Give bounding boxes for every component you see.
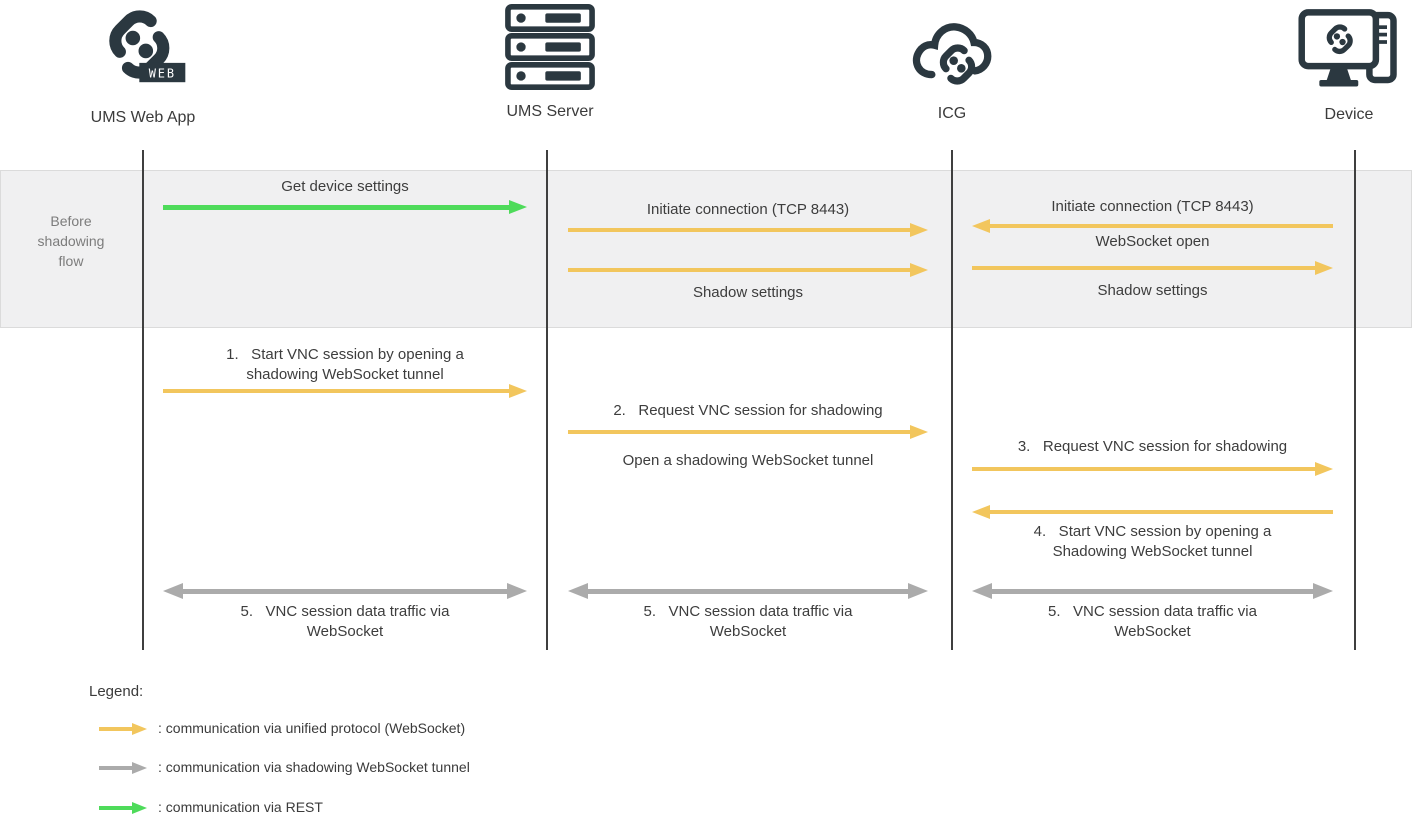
lifeline-ums-server (546, 150, 548, 650)
message-label-step5-webapp-server: 5. VNC session data traffic via WebSocke… (240, 603, 450, 640)
arrow-step2 (568, 424, 928, 440)
actor-label-ums-web-app: UMS Web App (90, 109, 196, 126)
web-badge-text: WEB (149, 67, 176, 81)
legend-item-rest: : communication via REST (158, 799, 323, 815)
actor-ums-server: UMS Server (450, 4, 650, 121)
actor-device: Device (1249, 4, 1412, 124)
legend-item-tunnel: : communication via shadowing WebSocket … (158, 759, 470, 775)
message-label-step4: 4. Start VNC session by opening a Shadow… (1033, 523, 1272, 560)
server-stack-icon (505, 4, 595, 90)
arrow-initiate-connection-server (568, 222, 928, 238)
arrow-initiate-connection-device (972, 218, 1333, 234)
before-shadowing-band (0, 170, 1412, 328)
lifeline-ums-web-app (142, 150, 144, 650)
lifeline-icg (951, 150, 953, 650)
message-label-step3: 3. Request VNC session for shadowing (1017, 438, 1288, 455)
arrow-get-device-settings (163, 199, 527, 215)
legend-websocket-arrow-icon (99, 721, 147, 737)
legend-rest-arrow-icon (99, 800, 147, 816)
monitor-with-tower-icon (1298, 9, 1397, 87)
message-sublabel-step2: Open a shadowing WebSocket tunnel (622, 452, 874, 469)
legend-tunnel-arrow-icon (99, 760, 147, 776)
message-label-get-device-settings: Get device settings (281, 178, 409, 195)
message-label-websocket-open: WebSocket open (1095, 233, 1210, 250)
arrow-step5-server-icg (568, 583, 928, 599)
message-label-step1: 1. Start VNC session by opening a shadow… (226, 346, 464, 383)
actor-label-ums-server: UMS Server (506, 103, 594, 120)
actor-label-icg: ICG (937, 105, 967, 122)
message-label-initiate-connection-device: Initiate connection (TCP 8443) (1051, 198, 1254, 215)
legend-item-websocket: : communication via unified protocol (We… (158, 720, 466, 736)
chain-link-web-icon: WEB (97, 4, 186, 83)
legend-title: Legend: (89, 683, 144, 700)
actor-label-device: Device (1324, 106, 1374, 123)
cloud-chain-link-icon (912, 23, 992, 92)
arrow-step1 (163, 383, 527, 399)
arrow-step4 (972, 504, 1333, 520)
message-label-step5-server-icg: 5. VNC session data traffic via WebSocke… (643, 603, 853, 640)
arrow-step3 (972, 461, 1333, 477)
message-label-step5-icg-device: 5. VNC session data traffic via WebSocke… (1048, 603, 1257, 640)
actor-icg: ICG (852, 4, 1052, 123)
message-label-shadow-settings-device: Shadow settings (1097, 282, 1208, 299)
arrow-shadow-settings-device (972, 260, 1333, 276)
actor-ums-web-app: WEB UMS Web App (43, 4, 243, 127)
arrow-step5-webapp-server (163, 583, 527, 599)
before-shadowing-label: Before shadowing flow (37, 213, 105, 269)
arrow-step5-icg-device (972, 583, 1333, 599)
message-label-shadow-settings-server: Shadow settings (692, 284, 804, 301)
message-label-step2: 2. Request VNC session for shadowing (613, 402, 883, 419)
lifeline-device (1354, 150, 1356, 650)
arrow-shadow-settings-server (568, 262, 928, 278)
message-label-initiate-connection-server: Initiate connection (TCP 8443) (646, 201, 850, 218)
